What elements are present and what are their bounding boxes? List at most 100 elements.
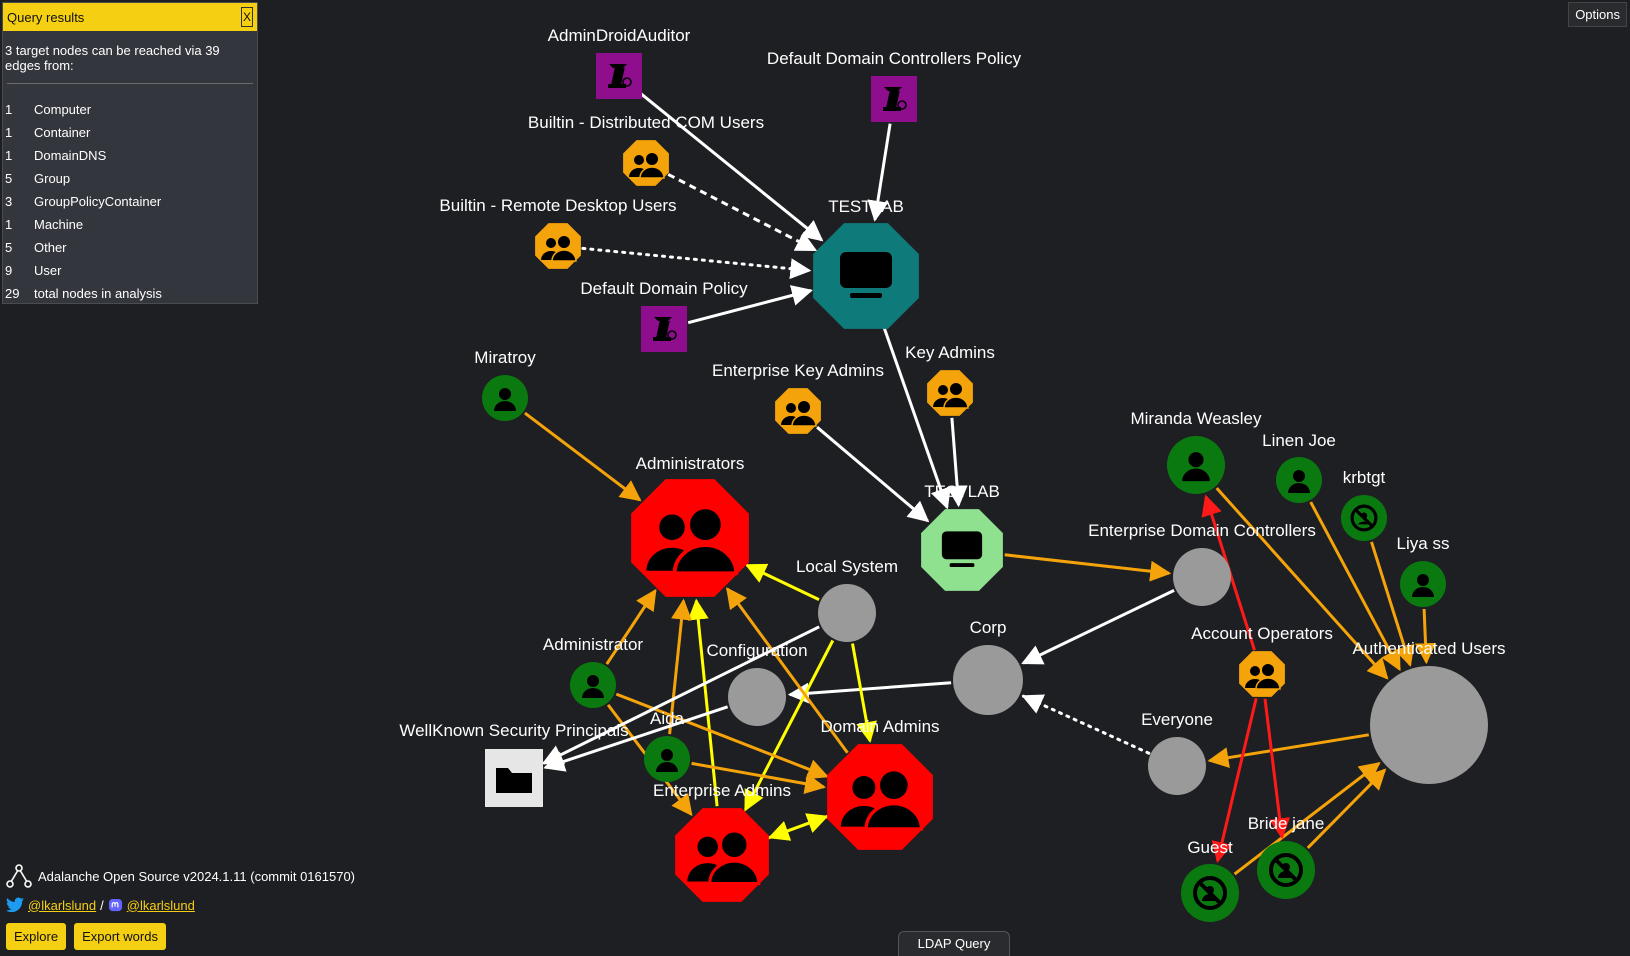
link-separator: / xyxy=(100,897,104,913)
edge-bride-to-authusers[interactable] xyxy=(1306,768,1387,849)
twitter-link[interactable]: @lkarlslund xyxy=(28,897,97,913)
edge-dcom-to-testlab_dns[interactable] xyxy=(667,173,818,252)
edge-localsystem-to-administrators[interactable] xyxy=(744,563,820,601)
stat-count: 1 xyxy=(5,102,13,117)
edge-entadmins-to-administrators[interactable] xyxy=(687,598,719,807)
edge-domainadmins-to-administrators[interactable] xyxy=(726,587,849,754)
node-label: Miratroy xyxy=(474,348,536,367)
edge-keyadmins-to-testlab_machine[interactable] xyxy=(946,417,968,508)
edge-linen-to-authusers[interactable] xyxy=(1309,501,1401,672)
node-bride[interactable]: Bride jane xyxy=(1248,814,1325,899)
group-icon xyxy=(827,744,933,850)
node-aida[interactable]: Aida xyxy=(644,709,690,782)
stat-count: 1 xyxy=(5,125,13,140)
stat-count: 1 xyxy=(5,148,13,163)
edge-localsystem-to-wksp[interactable] xyxy=(541,625,820,765)
edge-liya-to-authusers[interactable] xyxy=(1415,608,1437,665)
group-icon xyxy=(623,140,669,186)
edge-everyone-to-corp[interactable] xyxy=(1021,694,1151,755)
node-rdp[interactable]: Builtin - Remote Desktop Users xyxy=(439,196,677,269)
stat-label: Container xyxy=(34,125,91,140)
node-linen[interactable]: Linen Joe xyxy=(1262,431,1336,503)
node-krbtgt[interactable]: krbtgt xyxy=(1341,468,1387,541)
node-guest[interactable]: Guest xyxy=(1181,838,1239,922)
edge-krbtgt-to-authusers[interactable] xyxy=(1370,541,1415,667)
edge-corp-to-configuration[interactable] xyxy=(787,681,952,704)
node-administrators[interactable]: Administrators xyxy=(631,454,749,597)
node-domainadmins[interactable]: Domain Admins xyxy=(820,717,940,850)
node-label: Guest xyxy=(1187,838,1233,857)
edge-guest-to-authusers[interactable] xyxy=(1233,762,1381,876)
close-icon[interactable]: X xyxy=(241,7,253,27)
node-authusers[interactable]: Authenticated Users xyxy=(1352,639,1506,784)
edge-administrator-to-administrators[interactable] xyxy=(605,588,657,665)
edge-testlab_dns-to-testlab_machine[interactable] xyxy=(882,327,951,510)
node-miratroy[interactable]: Miratroy xyxy=(474,348,536,421)
node-configuration[interactable]: Configuration xyxy=(706,641,808,726)
node-testlab_dns[interactable]: TESTLAB xyxy=(813,197,919,329)
edge-admindroid-to-testlab_dns[interactable] xyxy=(637,90,824,242)
ldap-query-tab[interactable]: LDAP Query xyxy=(898,931,1010,956)
edge-eka-to-testlab_machine[interactable] xyxy=(816,426,930,523)
edge-administrator-to-domainadmins[interactable] xyxy=(615,692,829,780)
node-wksp[interactable]: WellKnown Security Principals xyxy=(399,721,629,807)
explore-button[interactable]: Explore xyxy=(6,923,67,950)
edge-ddcp-to-testlab_dns[interactable] xyxy=(867,123,892,222)
stat-count: 5 xyxy=(5,240,13,255)
node-admindroid[interactable]: AdminDroidAuditor xyxy=(548,26,691,99)
node-label: Builtin - Distributed COM Users xyxy=(528,113,764,132)
node-label: Miranda Weasley xyxy=(1130,409,1262,428)
edge-localsystem-to-entadmins[interactable] xyxy=(744,639,835,812)
edge-miratroy-to-administrators[interactable] xyxy=(523,411,642,502)
edge-domainadmins-to-entadmins[interactable] xyxy=(767,814,829,841)
edge-testlab_machine-to-edc[interactable] xyxy=(1004,553,1172,582)
edge-miranda-to-authusers[interactable] xyxy=(1215,487,1389,680)
group-icon xyxy=(535,223,581,269)
query-results-title: Query results xyxy=(7,9,85,25)
export-words-button[interactable]: Export words xyxy=(74,923,166,950)
node-corp[interactable]: Corp xyxy=(953,618,1023,715)
node-accountops[interactable]: Account Operators xyxy=(1191,624,1333,697)
brand-row: Adalanche Open Source v2024.1.11 (commit… xyxy=(6,863,355,889)
node-ddp[interactable]: Default Domain Policy xyxy=(580,279,748,352)
node-miranda[interactable]: Miranda Weasley xyxy=(1130,409,1262,494)
node-edc[interactable]: Enterprise Domain Controllers xyxy=(1088,521,1316,606)
node-label: Local System xyxy=(796,557,898,576)
node-label: AdminDroidAuditor xyxy=(548,26,691,45)
node-everyone[interactable]: Everyone xyxy=(1141,710,1213,795)
edge-accountops-to-guest[interactable] xyxy=(1211,697,1258,863)
mastodon-icon xyxy=(108,898,122,911)
options-button[interactable]: Options xyxy=(1568,2,1627,27)
node-entadmins[interactable]: Enterprise Admins xyxy=(653,781,791,902)
edge-layer xyxy=(523,90,1437,876)
edge-ddp-to-testlab_dns[interactable] xyxy=(687,285,813,325)
node-keyadmins[interactable]: Key Admins xyxy=(905,343,995,416)
node-liya[interactable]: Liya ss xyxy=(1397,534,1450,607)
edge-accountops-to-bride[interactable] xyxy=(1263,698,1291,840)
node-testlab_machine[interactable]: TESTLAB xyxy=(921,482,1003,591)
edge-rdp-to-testlab_dns[interactable] xyxy=(581,246,812,280)
edge-configuration-to-wksp[interactable] xyxy=(543,705,729,772)
edge-aida-to-domainadmins[interactable] xyxy=(691,761,826,795)
stat-label: Machine xyxy=(34,217,84,232)
node-localsystem[interactable]: Local System xyxy=(796,557,898,642)
node-label: Enterprise Key Admins xyxy=(712,361,884,380)
edge-edc-to-corp[interactable] xyxy=(1021,589,1175,665)
stat-label: User xyxy=(34,263,62,278)
group-icon xyxy=(775,388,821,434)
node-label: Administrators xyxy=(636,454,745,473)
edge-localsystem-to-domainadmins[interactable] xyxy=(851,643,877,743)
node-eka[interactable]: Enterprise Key Admins xyxy=(712,361,884,434)
node-label: TESTLAB xyxy=(924,482,1000,501)
node-label: Configuration xyxy=(706,641,807,660)
node-dcom[interactable]: Builtin - Distributed COM Users xyxy=(528,113,764,186)
mastodon-link[interactable]: @lkarlslund xyxy=(126,897,195,913)
node-ddcp[interactable]: Default Domain Controllers Policy xyxy=(767,49,1022,122)
edge-aida-to-administrators[interactable] xyxy=(668,598,692,735)
edge-authusers-to-everyone[interactable] xyxy=(1207,733,1370,769)
stat-count: 9 xyxy=(5,263,13,278)
node-administrator[interactable]: Administrator xyxy=(543,635,643,708)
